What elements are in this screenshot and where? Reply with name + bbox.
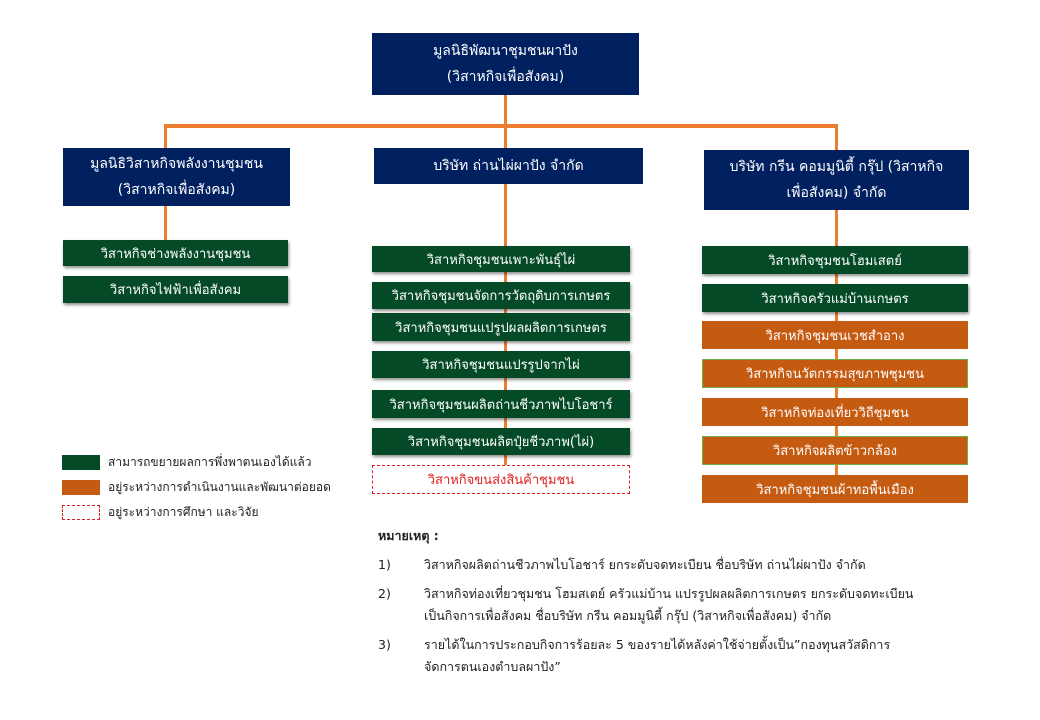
sub-enterprise-label: วิสาหกิจชุมชนผลิตถ่านชีวภาพไบโอชาร์	[389, 397, 613, 413]
note-item: 3) รายได้ในการประกอบกิจการร้อยละ 5 ของราย…	[378, 634, 913, 678]
sub-enterprise-node: วิสาหกิจนวัตกรรมสุขภาพชุมชน	[702, 359, 968, 388]
root-line2: (วิสาหกิจเพื่อสังคม)	[446, 69, 565, 85]
sub-enterprise-label: วิสาหกิจชุมชนผ้าทอพื้นเมือง	[756, 482, 914, 498]
sub-enterprise-node: วิสาหกิจชุมชนเพาะพันธุ์ไผ่	[372, 246, 630, 272]
sub-enterprise-node: วิสาหกิจชุมชนผลิตถ่านชีวภาพไบโอชาร์	[372, 390, 630, 418]
sub-enterprise-node: วิสาหกิจชุมชนเวชสำอาง	[702, 321, 968, 349]
branch-line1: บริษัท ถ่านไผ่ผาปัง จำกัด	[433, 158, 584, 174]
connector	[835, 124, 838, 502]
sub-enterprise-node: วิสาหกิจช่างพลังงานชุมชน	[63, 240, 288, 266]
legend-item-research: อยู่ระหว่างการศึกษา และวิจัย	[62, 503, 259, 522]
sub-enterprise-label: วิสาหกิจช่างพลังงานชุมชน	[100, 246, 251, 262]
notes: หมายเหตุ : 1) วิสาหกิจผลิตถ่านชีวภาพไบโอช…	[378, 526, 913, 685]
note-number: 1)	[378, 557, 391, 572]
sub-enterprise-label: วิสาหกิจชุมชนแปรรูปจากไผ่	[422, 358, 580, 373]
sub-enterprise-node: วิสาหกิจชุมชนแปรูปผลผลิตการเกษตร	[372, 313, 630, 341]
branch-green-community-group: บริษัท กรีน คอมมูนิตี้ กรุ๊ป (วิสาหกิจ เ…	[704, 150, 969, 210]
sub-enterprise-label: วิสาหกิจชุมชนโฮมเสตย์	[768, 253, 902, 269]
note-line: วิสาหกิจผลิตถ่านชีวภาพไบโอชาร์ ยกระดับจด…	[424, 557, 866, 572]
branch-bamboo-charcoal-company: บริษัท ถ่านไผ่ผาปัง จำกัด	[374, 148, 643, 184]
sub-enterprise-label: วิสาหกิจนวัตกรรมสุขภาพชุมชน	[746, 367, 924, 382]
branch-line2: (วิสาหกิจเพื่อสังคม)	[117, 182, 236, 198]
note-number: 2)	[378, 586, 391, 601]
sub-enterprise-node: วิสาหกิจไฟฟ้าเพื่อสังคม	[63, 276, 288, 303]
sub-enterprise-label: วิสาหกิจผลิตข้าวกล้อง	[772, 444, 898, 459]
note-item: 2) วิสาหกิจท่องเที่ยวชุมชน โฮมสเตย์ ครัวแ…	[378, 583, 913, 627]
legend-item-developing: อยู่ระหว่างการดำเนินงานและพัฒนาต่อยอด	[62, 478, 331, 497]
sub-enterprise-label: วิสาหกิจไฟฟ้าเพื่อสังคม	[109, 283, 242, 298]
sub-enterprise-label: วิสาหกิจขนส่งสินค้าชุมชน	[427, 473, 575, 488]
root-node: มูลนิธิพัฒนาชุมชนผาปัง (วิสาหกิจเพื่อสัง…	[372, 33, 639, 95]
sub-enterprise-label: วิสาหกิจท่องเที่ยววิถีชุมชน	[761, 405, 909, 421]
legend-swatch-green	[62, 455, 100, 470]
sub-enterprise-node: วิสาหกิจชุมชนผลิตปุ๋ยชีวภาพ(ไผ่)	[372, 428, 630, 455]
sub-enterprise-label: วิสาหกิจชุมชนจัดการวัตถุดิบการเกษตร	[391, 289, 611, 304]
notes-heading: หมายเหตุ :	[378, 528, 439, 543]
branch-line1: มูลนิธิวิสาหกิจพลังงานชุมชน	[90, 156, 263, 172]
sub-enterprise-label: วิสาหกิจชุมชนเพาะพันธุ์ไผ่	[426, 252, 576, 268]
note-line: รายได้ในการประกอบกิจการร้อยละ 5 ของรายได…	[424, 637, 891, 652]
sub-enterprise-node: วิสาหกิจชุมชนแปรรูปจากไผ่	[372, 351, 630, 378]
sub-enterprise-node: วิสาหกิจชุมชนโฮมเสตย์	[702, 246, 968, 274]
sub-enterprise-node: วิสาหกิจชุมชนจัดการวัตถุดิบการเกษตร	[372, 282, 630, 309]
branch-line2: เพื่อสังคม) จำกัด	[786, 185, 887, 201]
legend-label: สามารถขยายผลการพึ่งพาตนเองได้แล้ว	[108, 455, 312, 469]
note-number: 3)	[378, 637, 391, 652]
sub-enterprise-label: วิสาหกิจชุมชนแปรูปผลผลิตการเกษตร	[395, 320, 607, 336]
connector	[504, 95, 507, 127]
sub-enterprise-node: วิสาหกิจผลิตข้าวกล้อง	[702, 436, 968, 465]
sub-enterprise-node: วิสาหกิจครัวแม่บ้านเกษตร	[702, 284, 968, 312]
connector	[164, 124, 837, 128]
note-line: เป็นกิจการเพื่อสังคม ชื่อบริษัท กรีน คอม…	[424, 608, 832, 623]
sub-enterprise-node: วิสาหกิจขนส่งสินค้าชุมชน	[372, 465, 630, 494]
sub-enterprise-node: วิสาหกิจท่องเที่ยววิถีชุมชน	[702, 398, 968, 426]
sub-enterprise-label: วิสาหกิจครัวแม่บ้านเกษตร	[761, 291, 909, 307]
legend-label: อยู่ระหว่างการดำเนินงานและพัฒนาต่อยอด	[108, 480, 331, 494]
sub-enterprise-node: วิสาหกิจชุมชนผ้าทอพื้นเมือง	[702, 475, 968, 503]
note-line: วิสาหกิจท่องเที่ยวชุมชน โฮมสเตย์ ครัวแม่…	[424, 586, 914, 601]
sub-enterprise-label: วิสาหกิจชุมชนผลิตปุ๋ยชีวภาพ(ไผ่)	[407, 435, 595, 450]
note-line: จัดการตนเองตำบลผาปัง”	[424, 659, 561, 674]
legend-swatch-dashed	[62, 505, 100, 520]
note-item: 1) วิสาหกิจผลิตถ่านชีวภาพไบโอชาร์ ยกระดับ…	[378, 554, 913, 576]
root-line1: มูลนิธิพัฒนาชุมชนผาปัง	[433, 43, 578, 59]
sub-enterprise-label: วิสาหกิจชุมชนเวชสำอาง	[765, 328, 905, 344]
legend-item-expanded: สามารถขยายผลการพึ่งพาตนเองได้แล้ว	[62, 453, 312, 472]
branch-energy-foundation: มูลนิธิวิสาหกิจพลังงานชุมชน (วิสาหกิจเพื…	[63, 148, 290, 206]
legend-label: อยู่ระหว่างการศึกษา และวิจัย	[108, 505, 259, 519]
branch-line1: บริษัท กรีน คอมมูนิตี้ กรุ๊ป (วิสาหกิจ	[729, 159, 944, 175]
legend-swatch-orange	[62, 480, 100, 495]
